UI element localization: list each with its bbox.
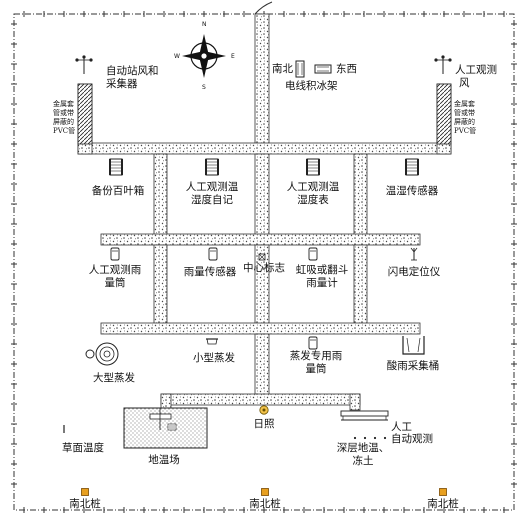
walkway-cross-lower: [100, 322, 421, 335]
label-manual-temp-meter: 人工观测温湿度表: [286, 181, 340, 206]
label-deep-ground-temp: 深层地温、冻土: [336, 442, 390, 467]
walkway-vertical-lower-center: [254, 333, 270, 398]
manual-temp-recorder-louver-icon: [205, 158, 219, 176]
label-grass-temperature: 草面温度: [62, 442, 104, 454]
deep-ground-temp-icon: [340, 410, 389, 440]
label-sunshine: 日照: [253, 418, 275, 430]
label-manual-rain-gauge: 人工观测雨量筒: [88, 264, 142, 289]
label-ground-temp-field: 地温场: [148, 454, 180, 466]
ground-temp-frame-icon: [149, 413, 172, 420]
lightning-locator-icon: [410, 247, 418, 261]
walkway-bottom-right: [349, 393, 361, 411]
label-evaporation-rain-gauge: 蒸发专用雨量筒: [289, 350, 343, 375]
label-manual-wind: 人工观测风: [455, 64, 497, 89]
fence-posts: [11, 11, 517, 513]
ice-rack-icon: [295, 60, 332, 78]
label-siphon-rain-gauge: 虹吸或翻斗雨量计: [295, 264, 349, 289]
metal-sleeve-pole-right: [436, 83, 452, 145]
label-spare-louver: 备份百叶箱: [91, 185, 145, 197]
temp-humidity-sensor-louver-icon: [405, 158, 419, 176]
label-auto-observation: 自动观测: [391, 433, 433, 445]
center-mark-icon: [258, 253, 266, 261]
label-temp-humidity-sensor: 温湿传感器: [385, 185, 439, 197]
wind-vane-right-icon: [433, 54, 453, 75]
ns-pile-2-icon: [261, 488, 269, 496]
compass-s: S: [202, 84, 206, 91]
walkway-cross-bottom: [160, 393, 361, 406]
ns-pile-1-icon: [81, 488, 89, 496]
siphon-rain-gauge-icon: [308, 247, 318, 261]
manual-rain-gauge-icon: [110, 247, 120, 261]
walkway-vertical-center: [254, 153, 270, 240]
manual-temp-meter-louver-icon: [306, 158, 320, 176]
label-rain-sensor: 雨量传感器: [183, 266, 237, 278]
label-auto-station-wind: 自动站风和采集器: [106, 65, 159, 90]
spare-louver-icon: [109, 158, 123, 176]
acid-rain-bucket-icon: [402, 336, 425, 355]
metal-sleeve-pole-left: [77, 83, 93, 145]
walkway-vertical-mid-right: [353, 244, 368, 331]
walkway-vertical-right: [353, 153, 368, 240]
large-evaporation-icon: [85, 342, 119, 366]
walkway-vertical-mid-left: [153, 244, 168, 331]
compass-icon: [182, 34, 226, 78]
sunshine-icon: [259, 405, 269, 415]
walkway-vertical-left: [153, 153, 168, 240]
small-evaporation-icon: [206, 338, 218, 345]
walkway-main-vertical-top: [254, 13, 270, 155]
label-ice-rack-ns: 南北: [272, 63, 293, 75]
ns-pile-3-icon: [439, 488, 447, 496]
label-small-evaporation: 小型蒸发: [193, 352, 235, 364]
compass-e: E: [231, 53, 235, 60]
wind-vane-left-icon: [74, 54, 94, 75]
compass-w: W: [174, 53, 180, 60]
label-manual: 人工: [391, 421, 412, 433]
label-ice-rack: 电线积冰架: [285, 80, 338, 92]
rain-sensor-icon: [208, 247, 218, 261]
label-ns-pile-1: 南北桩: [69, 498, 101, 510]
walkway-cross-upper: [77, 142, 452, 155]
walkways: [77, 13, 452, 411]
label-lightning-locator: 闪电定位仪: [387, 266, 441, 278]
evaporation-rain-gauge-icon: [308, 336, 318, 350]
entry-line: [254, 1, 273, 15]
label-large-evaporation: 大型蒸发: [93, 372, 135, 384]
label-ns-pile-3: 南北桩: [427, 498, 459, 510]
label-manual-temp-recorder: 人工观测温湿度自记: [185, 181, 239, 206]
label-ice-rack-ew: 东西: [336, 63, 357, 75]
walkway-cross-middle: [100, 233, 421, 246]
label-center-mark: 中心标志: [243, 262, 285, 274]
compass-n: N: [202, 21, 207, 28]
label-acid-rain-bucket: 酸雨采集桶: [386, 360, 440, 372]
label-ns-pile-2: 南北桩: [249, 498, 281, 510]
ground-temp-marker-icon: [167, 423, 177, 431]
